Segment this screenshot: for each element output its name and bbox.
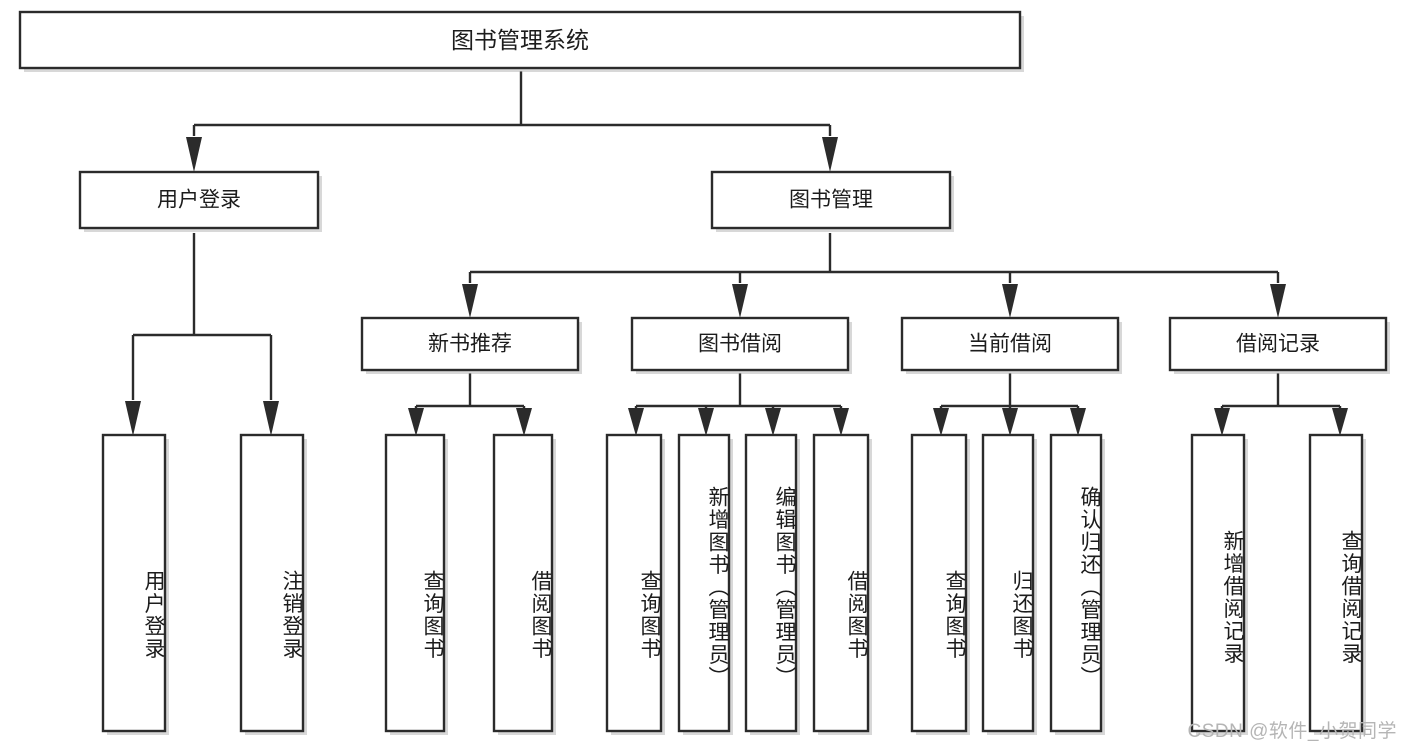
node-leaf-edit-book-box[interactable] [744,433,798,733]
arrow-leaf-query-book-3 [933,408,949,436]
connector-group-current-borrow [933,373,1086,436]
arrow-leaf-borrow-book-2 [833,408,849,436]
arrow-leaf-add-record [1214,408,1230,436]
node-root-box[interactable] [18,10,1022,70]
node-leaf-confirm-return-box[interactable] [1049,433,1103,733]
node-leaf-add-record[interactable] [1190,433,1248,735]
node-leaf-query-book-1-box[interactable] [384,433,446,733]
node-leaf-query-book-3[interactable] [910,433,970,735]
arrow-leaf-query-book-2 [628,408,644,436]
node-root-label: 图书管理系统 [451,27,589,53]
node-leaf-borrow-book-2[interactable] [812,433,872,735]
node-user-login[interactable]: 用户登录 [78,170,322,232]
arrow-user-login [186,137,202,172]
node-borrow-record-label: 借阅记录 [1236,333,1320,356]
arrow-leaf-confirm-return [1070,408,1086,436]
node-leaf-borrow-book-1-box[interactable] [492,433,554,733]
connector-group-borrow-record [1214,373,1348,436]
node-leaf-add-book[interactable] [677,433,733,735]
node-current-borrow-label: 当前借阅 [968,333,1052,356]
node-leaf-user-login-box[interactable] [101,433,167,733]
node-book-borrow-box[interactable] [630,316,850,372]
node-leaf-query-book-1[interactable] [384,433,448,735]
csdn-watermark: CSDN @软件_小贺同学 [1187,721,1397,742]
node-book-manage[interactable]: 图书管理 [710,170,954,232]
node-leaf-user-logout[interactable] [239,433,307,735]
node-leaf-query-book-2[interactable] [605,433,665,735]
node-leaf-query-book-3-box[interactable] [910,433,968,733]
node-book-manage-label: 图书管理 [789,189,873,212]
arrow-current-borrow [1002,284,1018,318]
node-leaf-add-book-box[interactable] [677,433,731,733]
connector-group-new-book-recommend [408,373,532,436]
arrow-leaf-query-book-1 [408,408,424,436]
node-root[interactable]: 图书管理系统 [18,10,1024,72]
node-leaf-add-record-box[interactable] [1190,433,1246,733]
connector-group-user-login [125,233,279,436]
node-leaf-query-record-box[interactable] [1308,433,1364,733]
arrow-leaf-user-logout [263,401,279,436]
node-user-login-label: 用户登录 [157,189,241,212]
node-borrow-record[interactable]: 借阅记录 [1168,316,1390,374]
node-book-borrow-label: 图书借阅 [698,333,782,356]
node-leaf-query-book-2-box[interactable] [605,433,663,733]
node-user-login-box[interactable] [78,170,320,230]
node-leaf-user-logout-box[interactable] [239,433,305,733]
arrow-book-borrow [732,284,748,318]
node-new-book-recommend-box[interactable] [360,316,580,372]
arrow-leaf-add-book [698,408,714,436]
node-leaf-edit-book[interactable] [744,433,800,735]
node-leaf-return-book[interactable] [981,433,1037,735]
node-leaf-confirm-return[interactable] [1049,433,1105,735]
arrow-leaf-user-login [125,401,141,436]
connector-group-book-borrow [628,373,849,436]
arrow-book-manage [822,137,838,172]
node-current-borrow-box[interactable] [900,316,1120,372]
node-leaf-return-book-box[interactable] [981,433,1035,733]
node-leaf-query-record[interactable] [1308,433,1366,735]
node-book-manage-box[interactable] [710,170,952,230]
node-leaf-borrow-book-2-box[interactable] [812,433,870,733]
node-new-book-recommend-label: 新书推荐 [428,333,512,356]
arrow-leaf-edit-book [765,408,781,436]
node-book-borrow[interactable]: 图书借阅 [630,316,852,374]
arrow-leaf-return-book [1002,408,1018,436]
node-new-book-recommend[interactable]: 新书推荐 [360,316,582,374]
arrow-leaf-borrow-book-1 [516,408,532,436]
node-leaf-borrow-book-1[interactable] [492,433,556,735]
node-current-borrow[interactable]: 当前借阅 [900,316,1122,374]
connector-group-root [186,71,838,172]
arrow-leaf-query-record [1332,408,1348,436]
node-leaf-user-login[interactable] [101,433,169,735]
node-borrow-record-box[interactable] [1168,316,1388,372]
arrow-new-book-recommend [462,284,478,318]
connector-group-book-manage [462,233,1286,318]
arrow-borrow-record [1270,284,1286,318]
